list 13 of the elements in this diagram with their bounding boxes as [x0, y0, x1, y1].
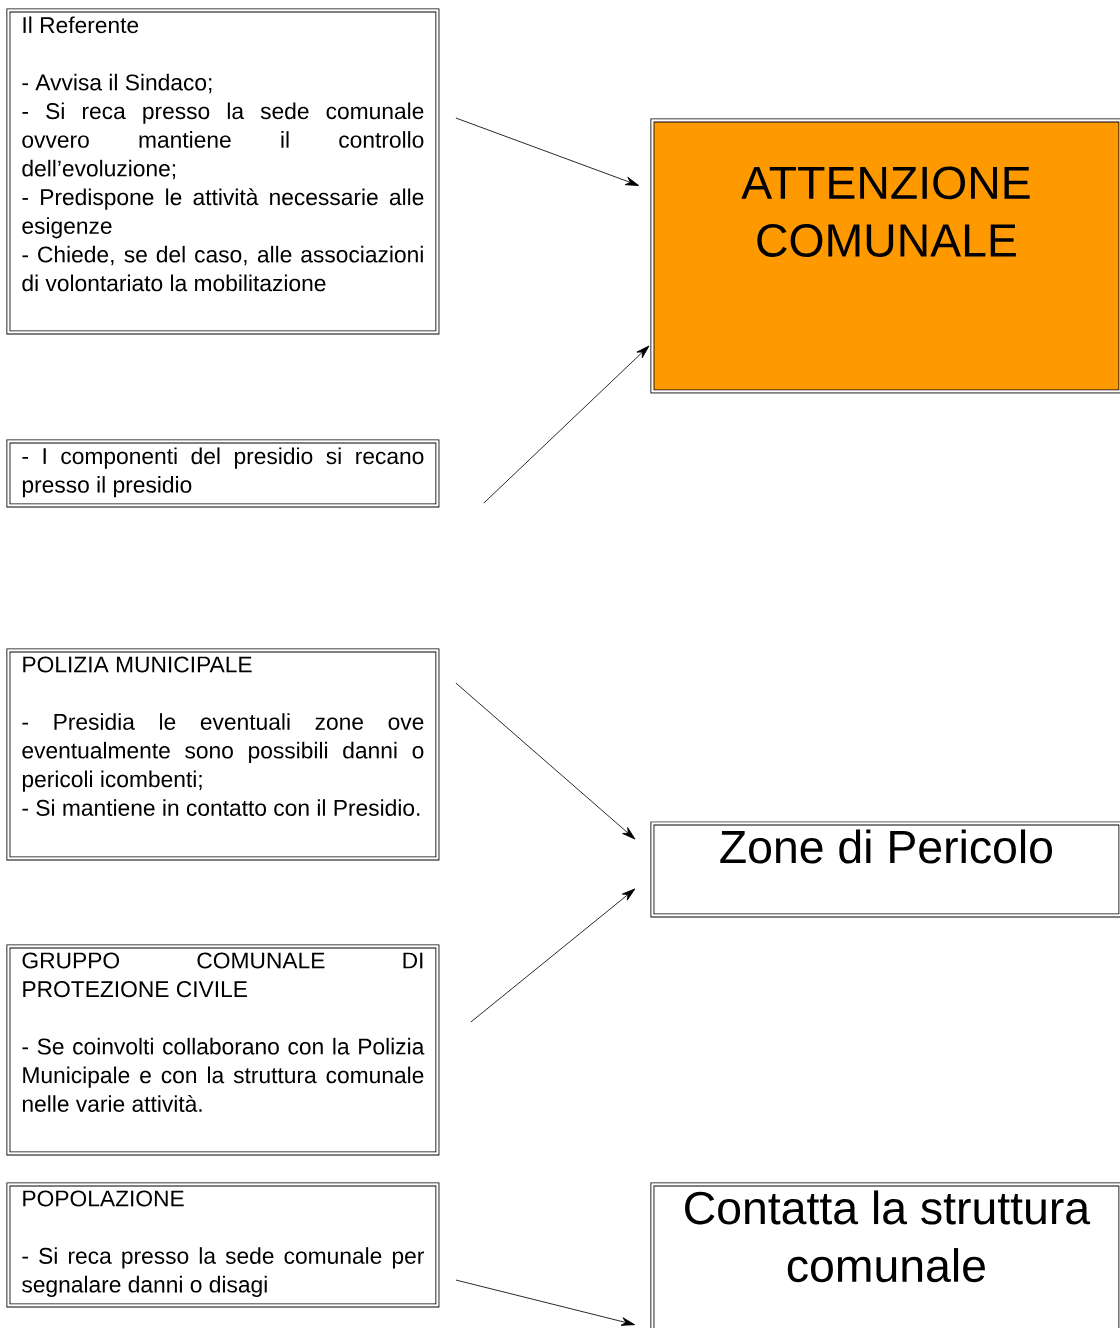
text-box: - I componenti del presidio si recano presso il presidio — [6, 439, 440, 508]
arrow — [470, 888, 636, 1023]
status-box: Contatta la struttura comunale — [650, 1182, 1120, 1328]
text-box: POLIZIA MUNICIPALE - Presidia le eventuali zone ove eventualmente sono possibili danni o pericoli icombenti; - Si mantiene in contatto con il Presidio. — [6, 648, 440, 861]
arrow — [455, 682, 636, 840]
arrow — [455, 117, 640, 186]
text-box: GRUPPO COMUNALE DI PROTEZIONE CIVILE - Se coinvolti collaborano con la Polizia Municipale e con la struttura comunale nelle varie attività. — [6, 944, 440, 1156]
text-box: Il Referente - Avvisa il Sindaco; - Si reca presso la sede comunale ovvero mantiene il controllo dell’evoluzione; - Predispone le attività necessarie alle esigenze - Chiede, se del caso, alle associazioni di volontariato la mobilitazione — [6, 8, 440, 335]
status-box: ATTENZIONE COMUNALE — [650, 118, 1120, 394]
text-box: POPOLAZIONE - Si reca presso la sede comunale per segnalare danni o disagi — [6, 1182, 440, 1308]
status-box: Zone di Pericolo — [650, 821, 1120, 918]
arrow — [483, 345, 650, 504]
arrow — [455, 1279, 635, 1326]
